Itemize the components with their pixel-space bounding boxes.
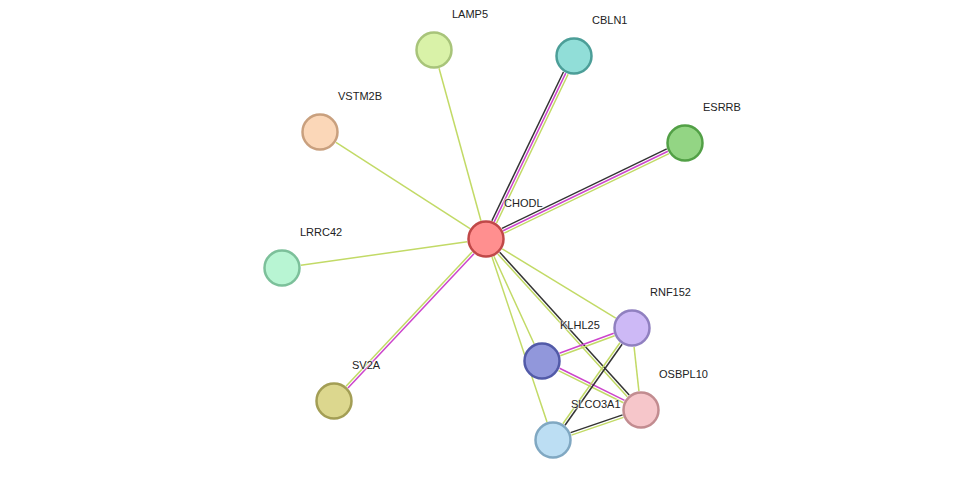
protein-label: CBLN1 [592, 14, 627, 26]
protein-circle [301, 113, 339, 151]
interaction-edge [634, 347, 639, 391]
protein-node: ESRRB [666, 124, 704, 162]
protein-node: RNF152 [613, 309, 651, 347]
protein-circle [415, 31, 453, 69]
evidence-line [560, 368, 625, 400]
interaction-edge [559, 333, 614, 355]
protein-label: SLCO3A1 [571, 398, 621, 410]
interaction-edge [498, 252, 629, 397]
evidence-line [346, 252, 472, 386]
protein-node: OSBPL10 [622, 391, 660, 429]
evidence-line [348, 254, 474, 388]
interaction-edge [494, 256, 534, 343]
interaction-edge [563, 343, 622, 425]
protein-circle [315, 382, 353, 420]
protein-node: KLHL25 [523, 342, 561, 380]
node-circle [557, 39, 592, 74]
protein-circle [263, 249, 301, 287]
node-circle [615, 311, 650, 346]
protein-node: SV2A [315, 382, 353, 420]
evidence-line [563, 343, 620, 424]
node-circle [525, 344, 560, 379]
node-circle [668, 126, 703, 161]
evidence-line [439, 68, 481, 220]
evidence-line [336, 142, 470, 228]
evidence-line [498, 254, 627, 397]
evidence-line [494, 256, 534, 343]
node-circle [536, 423, 571, 458]
interaction-edge [492, 72, 568, 223]
protein-node: CBLN1 [555, 37, 593, 75]
interaction-edge [502, 249, 616, 318]
evidence-line [634, 347, 639, 391]
protein-circle [666, 124, 704, 162]
node-circle [303, 115, 338, 150]
evidence-line [503, 151, 668, 230]
interaction-edge [558, 368, 624, 402]
evidence-line [559, 333, 613, 353]
protein-circle [467, 220, 505, 258]
evidence-line [571, 415, 623, 433]
node-circle [469, 222, 504, 257]
protein-label: LAMP5 [452, 8, 488, 20]
protein-node: LAMP5 [415, 31, 453, 69]
protein-circle [613, 309, 651, 347]
node-circle [417, 33, 452, 68]
interaction-edge [571, 415, 624, 435]
evidence-line [492, 257, 547, 422]
interaction-edge [301, 242, 467, 266]
evidence-line [558, 371, 623, 403]
evidence-line [492, 72, 564, 221]
node-circle [624, 393, 659, 428]
evidence-line [494, 73, 566, 222]
evidence-line [560, 336, 614, 356]
protein-label: SV2A [352, 359, 380, 371]
protein-label: ESRRB [703, 101, 741, 113]
interaction-edge [439, 68, 481, 220]
interaction-edge [346, 252, 474, 388]
protein-node: LRRC42 [263, 249, 301, 287]
protein-label: CHODL [504, 197, 543, 209]
protein-label: LRRC42 [300, 226, 342, 238]
evidence-line [502, 149, 667, 228]
evidence-line [504, 154, 669, 233]
protein-label: VSTM2B [338, 90, 382, 102]
protein-node: SLCO3A1 [534, 421, 572, 459]
protein-circle [555, 37, 593, 75]
interaction-edge [492, 257, 547, 422]
interaction-edge [336, 142, 470, 228]
protein-circle [523, 342, 561, 380]
protein-node: VSTM2B [301, 113, 339, 151]
protein-label: RNF152 [650, 286, 691, 298]
protein-label: KLHL25 [560, 319, 600, 331]
protein-label: OSBPL10 [659, 368, 708, 380]
protein-circle [622, 391, 660, 429]
interaction-edge [502, 149, 669, 233]
evidence-line [301, 242, 467, 266]
protein-circle [534, 421, 572, 459]
evidence-line [502, 249, 616, 318]
node-circle [317, 384, 352, 419]
protein-node: CHODL [467, 220, 505, 258]
evidence-line [497, 74, 569, 223]
node-circle [265, 251, 300, 286]
evidence-line [565, 344, 622, 425]
evidence-line [571, 417, 623, 435]
